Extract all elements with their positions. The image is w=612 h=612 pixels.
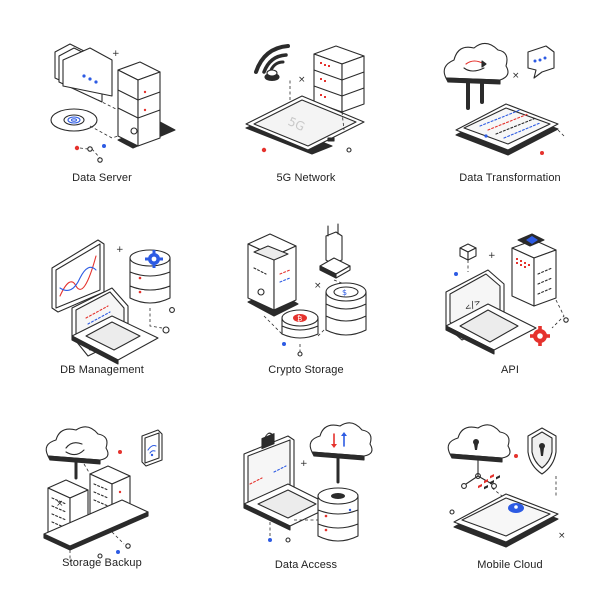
svg-text:+: + xyxy=(112,49,120,59)
icon-card-storage-backup: × Storage Backup xyxy=(0,392,204,588)
svg-text:$: $ xyxy=(342,288,347,297)
icon-label: Storage Backup xyxy=(62,557,142,569)
storage-backup-icon: × xyxy=(43,426,163,562)
data-server-icon: + xyxy=(50,43,176,163)
icon-card-data-server: + Data Server xyxy=(0,0,204,196)
icon-label: Mobile Cloud xyxy=(477,559,543,571)
icon-label: DB Management xyxy=(60,364,144,376)
data-access-icon: + xyxy=(243,422,373,543)
icon-card-data-access: + Data Access xyxy=(204,392,408,588)
icon-label: Data Access xyxy=(274,559,338,571)
svg-text:+: + xyxy=(116,245,124,255)
icon-label: Data Server xyxy=(72,172,132,184)
icon-label: Crypto Storage xyxy=(268,364,344,376)
svg-text:×: × xyxy=(314,281,322,291)
data-transformation-icon: × xyxy=(443,42,565,156)
icon-card-data-transformation: × Data Transformation xyxy=(408,0,612,196)
svg-text:₿: ₿ xyxy=(297,315,302,323)
svg-text:×: × xyxy=(56,499,64,509)
icon-card-db-management: + DB Management xyxy=(0,196,204,392)
svg-text:×: × xyxy=(512,71,520,81)
api-icon: + </> xyxy=(445,233,569,355)
icon-card-crypto-storage: ₿ $ × Crypto Storage xyxy=(204,196,408,392)
mobile-cloud-icon: × xyxy=(447,424,566,548)
icon-card-mobile-cloud: × Mobile Cloud xyxy=(408,392,612,588)
5g-screen-text: 5G xyxy=(286,114,307,134)
icon-card-api: + </> xyxy=(408,196,612,392)
icon-label: Data Transformation xyxy=(459,172,561,184)
icon-card-5g-network: × 5G 5G Network xyxy=(204,0,408,196)
icon-label: API xyxy=(500,364,520,376)
svg-text:+: + xyxy=(488,251,496,261)
db-management-icon: + xyxy=(51,239,175,365)
crypto-storage-icon: ₿ $ × xyxy=(247,223,367,357)
svg-text:+: + xyxy=(300,459,308,469)
svg-text:×: × xyxy=(298,75,306,85)
icon-label: 5G Network xyxy=(276,172,336,184)
svg-text:×: × xyxy=(558,531,566,541)
5g-network-icon: × 5G xyxy=(245,44,365,155)
